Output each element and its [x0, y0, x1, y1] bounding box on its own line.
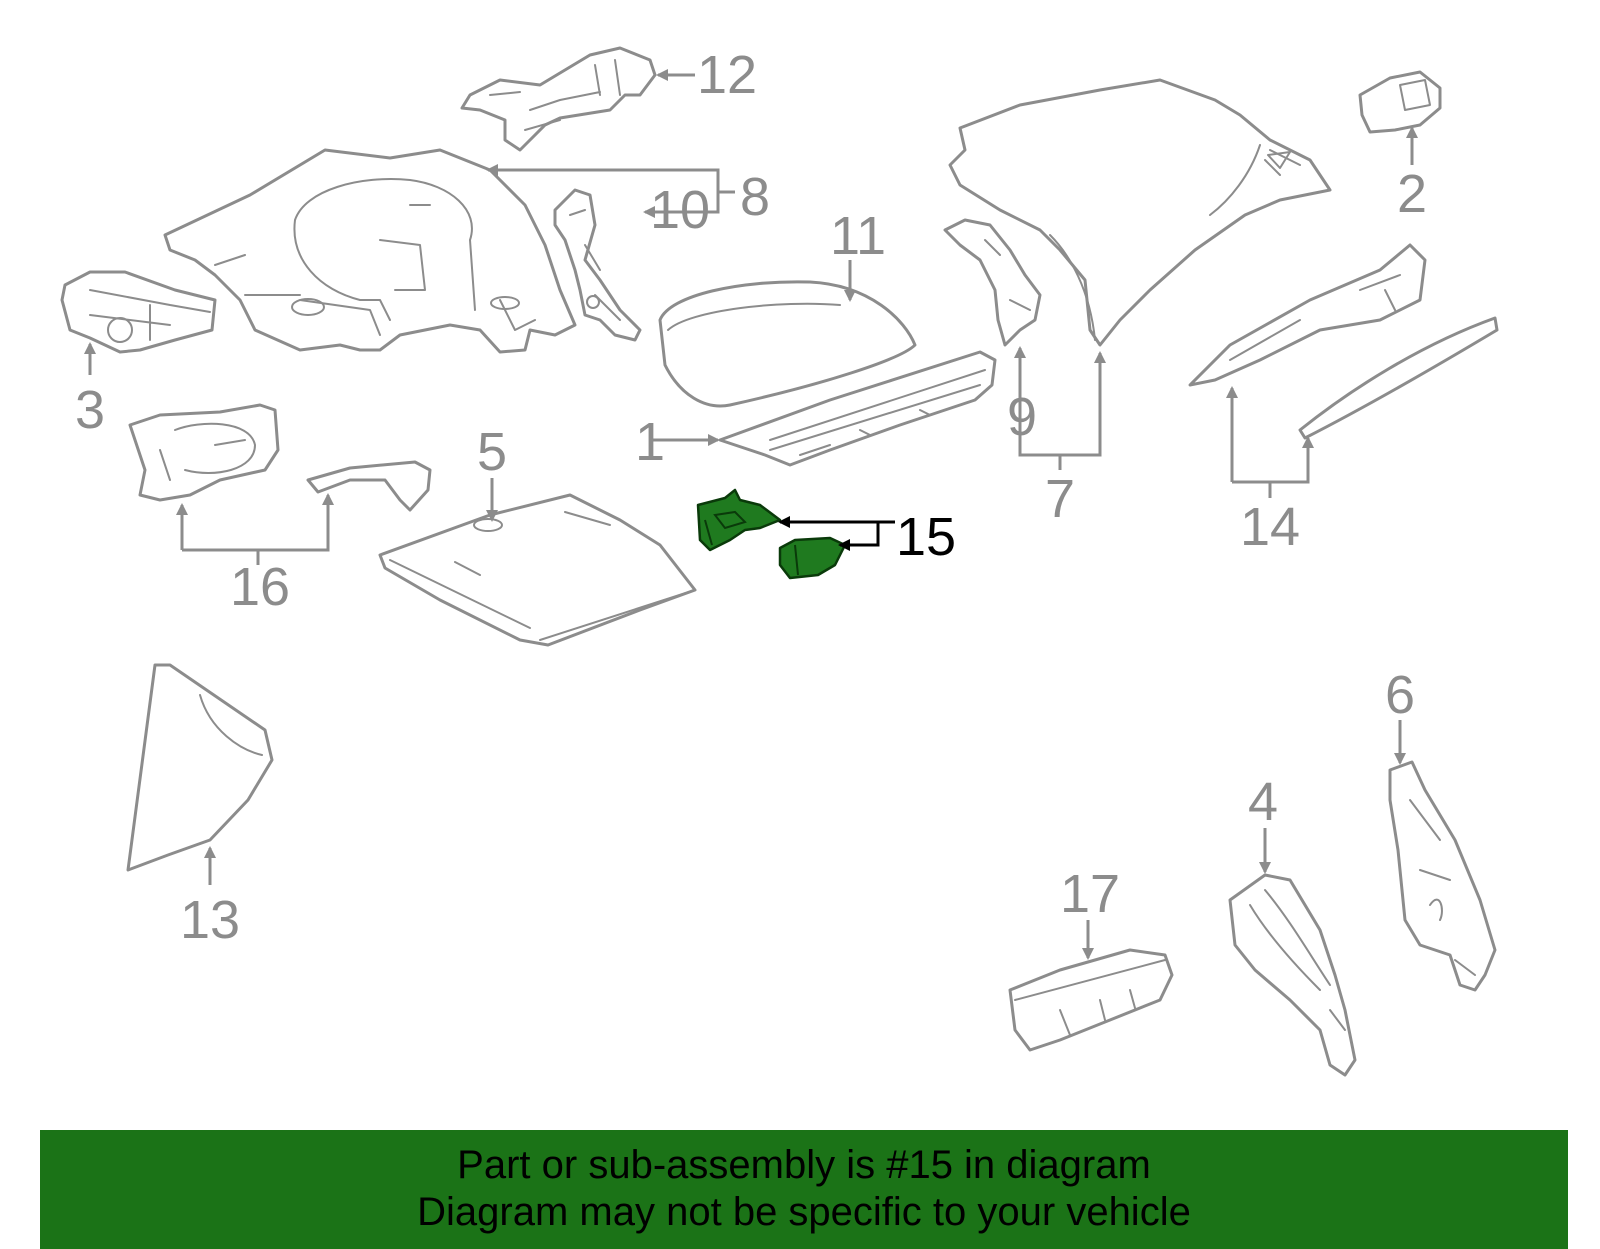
callout-labels: 1 2 3 4 5 6 7 8 9 10 11 12 13 14 15 16 1… [75, 45, 1427, 950]
part-13-cover[interactable] [126, 663, 274, 872]
callout-12[interactable]: 12 [697, 45, 757, 105]
part-8-instrument-panel[interactable] [163, 148, 577, 354]
info-banner: Part or sub-assembly is #15 in diagram D… [40, 1130, 1568, 1249]
part-14-garnish[interactable] [1188, 243, 1427, 387]
part-2-vent[interactable] [1358, 70, 1442, 134]
part-17-airbag[interactable] [1008, 948, 1174, 1052]
part-15-highlighted-assembly[interactable] [696, 488, 847, 580]
callout-7[interactable]: 7 [1045, 469, 1075, 529]
part-16-glove-box-assembly[interactable] [128, 403, 280, 502]
banner-line-2: Diagram may not be specific to your vehi… [417, 1190, 1191, 1234]
callout-10[interactable]: 10 [650, 180, 710, 240]
callout-14[interactable]: 14 [1240, 497, 1300, 557]
part-7-top-panel[interactable] [948, 78, 1332, 347]
callout-5[interactable]: 5 [477, 422, 507, 482]
callout-11[interactable]: 11 [830, 206, 886, 266]
part-4-assembly[interactable] [1228, 873, 1357, 1077]
part-14-strip[interactable] [1298, 316, 1499, 440]
callout-16[interactable]: 16 [230, 557, 290, 617]
part-12-bracket[interactable] [460, 46, 657, 152]
callout-8[interactable]: 8 [740, 167, 770, 227]
callout-13[interactable]: 13 [180, 890, 240, 950]
part-1-defroster[interactable] [718, 350, 997, 467]
part-6-bracket[interactable] [1388, 760, 1497, 992]
leader-lines-15 [778, 516, 895, 551]
callout-9[interactable]: 9 [1007, 387, 1037, 447]
part-9-bracket[interactable] [943, 218, 1042, 347]
callout-17[interactable]: 17 [1060, 864, 1120, 924]
part-5-panel[interactable] [378, 493, 697, 647]
callout-6[interactable]: 6 [1385, 665, 1415, 725]
banner-line-1: Part or sub-assembly is #15 in diagram [457, 1143, 1151, 1187]
callout-4[interactable]: 4 [1248, 772, 1278, 832]
callout-15[interactable]: 15 [896, 507, 956, 567]
callout-1[interactable]: 1 [635, 412, 665, 472]
part-3-vent[interactable] [60, 270, 217, 354]
callout-3[interactable]: 3 [75, 380, 105, 440]
part-10-bracket[interactable] [553, 188, 642, 342]
part-16-trim[interactable] [306, 460, 432, 512]
part-11-pad[interactable] [658, 280, 917, 408]
leader-lines [84, 69, 1418, 960]
callout-2[interactable]: 2 [1397, 164, 1427, 224]
